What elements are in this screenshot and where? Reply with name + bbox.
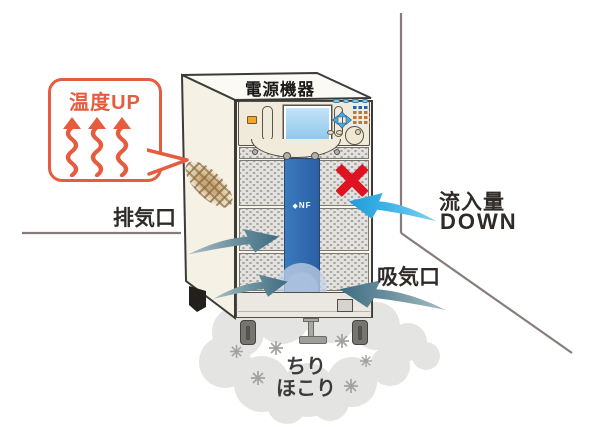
base-vent-box (337, 299, 353, 312)
dust-particle-icon (360, 355, 372, 367)
function-buttons-row[interactable] (333, 99, 373, 104)
caster-front-left-slot (246, 326, 250, 340)
temperature-bubble (48, 78, 162, 182)
brand-logo: ◆NF (292, 201, 312, 210)
base-line (238, 311, 370, 312)
rotary-knob[interactable] (345, 126, 364, 145)
airflow-arrow-lower-right-icon (339, 280, 446, 310)
intake-port-label: 吸気口 (377, 266, 440, 289)
dust-particle-icon (269, 341, 283, 355)
heat-arrow-icon (63, 117, 81, 177)
knob-notch (355, 129, 361, 135)
logo-diamond-icon: ◆ (292, 203, 299, 210)
heat-arrow-icon (88, 117, 106, 177)
exhaust-port-label: 排気口 (113, 207, 176, 230)
caster-front-right-slot (358, 326, 362, 340)
leveling-foot-base (299, 336, 327, 344)
oval-button-1[interactable] (327, 130, 334, 135)
side-caster (189, 286, 206, 312)
screen-handle-left (262, 106, 273, 141)
inflow-arrow-icon (348, 192, 437, 222)
bubble-label: 温度UP (69, 92, 141, 114)
dust-label-line2: ほこり (276, 378, 336, 400)
airflow-arrow-lower-left-icon (213, 274, 288, 299)
bulge-dot-left (252, 149, 258, 155)
keypad-grid[interactable] (353, 106, 370, 128)
stripe-hinge-left (283, 152, 291, 160)
dpad-arrows[interactable] (332, 111, 352, 129)
power-indicator[interactable] (247, 116, 257, 124)
heat-arrow-icon (113, 117, 131, 177)
inflow-label-line1: 流入量 (439, 191, 505, 214)
dust-particle-icon (251, 371, 265, 385)
device-screen (284, 106, 331, 143)
stripe-hinge-right (311, 152, 319, 160)
dust-label-line1: ちり (286, 356, 326, 378)
bubble-tail (147, 148, 189, 176)
oval-button-2[interactable] (335, 130, 343, 135)
dust-particle-icon (230, 345, 243, 358)
dust-particle-icon (335, 334, 349, 348)
dust-particle-icon (344, 379, 358, 393)
device-title: 電源機器 (245, 81, 315, 99)
inflow-label-line2: DOWN (440, 209, 518, 234)
intake-glow-inner (285, 272, 318, 293)
bulge-dot-right (334, 149, 340, 155)
airflow-arrow-upper-left-icon (187, 228, 280, 255)
